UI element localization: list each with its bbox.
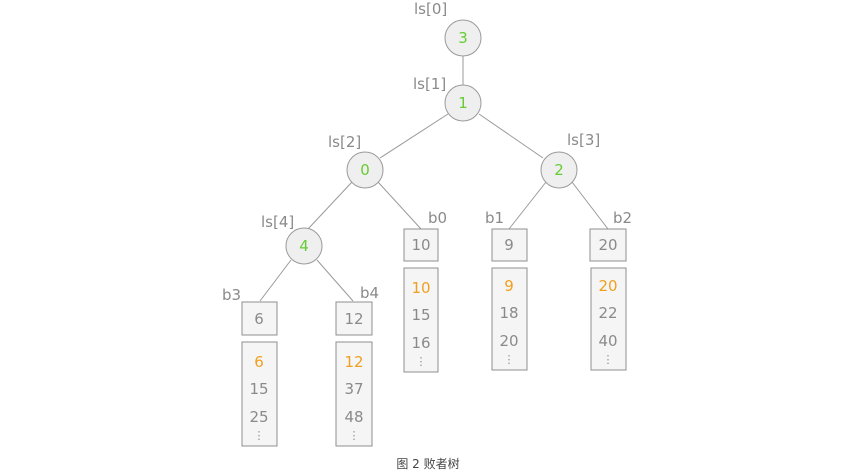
edge-ls3-b1 bbox=[508, 181, 547, 230]
buffer-value-b0: 10 bbox=[411, 236, 430, 254]
node-value-ls2: 0 bbox=[360, 161, 370, 179]
node-circle-ls1 bbox=[444, 84, 482, 122]
run-ellipsis-b4: ⋮ bbox=[349, 429, 360, 442]
run-box-b3 bbox=[241, 341, 278, 447]
buffer-box-b2 bbox=[589, 228, 627, 262]
run-item-b2-0: 20 bbox=[598, 277, 617, 295]
figure-caption: 图 2 败者树 bbox=[396, 456, 459, 471]
run-item-b3-0: 6 bbox=[254, 353, 264, 371]
run-box-b4 bbox=[335, 341, 373, 447]
run-item-b1-2: 20 bbox=[499, 332, 518, 350]
run-item-b1-0: 9 bbox=[504, 277, 514, 295]
buffer-box-b4 bbox=[335, 301, 373, 336]
tree-node-ls4: ls[4] 4 bbox=[261, 213, 323, 265]
tree-edges bbox=[259, 56, 609, 302]
buffer-label-b1: b1 bbox=[485, 209, 504, 227]
run-ellipsis-b0: ⋮ bbox=[416, 355, 427, 368]
node-value-ls1: 1 bbox=[458, 94, 468, 112]
edge-ls4-b3 bbox=[259, 259, 292, 302]
run-ellipsis-b1: ⋮ bbox=[504, 353, 515, 366]
node-label-ls1: ls[1] bbox=[413, 75, 446, 93]
tree-node-ls1: ls[1] 1 bbox=[413, 75, 482, 122]
buffer-b2: b2 20 20 22 40 ⋮ bbox=[589, 209, 632, 371]
node-value-ls4: 4 bbox=[299, 237, 309, 255]
run-item-b2-1: 22 bbox=[598, 304, 617, 322]
node-circle-ls3 bbox=[540, 151, 578, 189]
buffer-label-b4: b4 bbox=[360, 284, 379, 302]
tree-node-ls0: ls[0] 3 bbox=[414, 0, 482, 57]
run-box-b1 bbox=[491, 267, 528, 371]
buffer-label-b2: b2 bbox=[613, 209, 632, 227]
buffer-box-b1 bbox=[491, 228, 528, 262]
run-box-b0 bbox=[403, 267, 439, 373]
run-item-b4-0: 12 bbox=[344, 353, 363, 371]
run-item-b3-2: 25 bbox=[249, 408, 268, 426]
buffer-b1: b1 9 9 18 20 ⋮ bbox=[485, 209, 528, 371]
node-circle-ls0 bbox=[444, 19, 482, 57]
run-item-b4-2: 48 bbox=[344, 408, 363, 426]
edge-ls1-ls2 bbox=[379, 113, 449, 159]
buffer-box-b0 bbox=[403, 228, 439, 262]
run-item-b0-2: 16 bbox=[411, 334, 430, 352]
node-circle-ls2 bbox=[346, 151, 384, 189]
node-value-ls3: 2 bbox=[554, 161, 564, 179]
run-ellipsis-b3: ⋮ bbox=[254, 429, 265, 442]
buffer-value-b2: 20 bbox=[598, 236, 617, 254]
run-item-b0-0: 10 bbox=[411, 279, 430, 297]
buffer-value-b4: 12 bbox=[344, 310, 363, 328]
edge-ls3-b2 bbox=[571, 181, 609, 230]
buffer-box-b3 bbox=[241, 301, 278, 336]
run-item-b3-1: 15 bbox=[249, 380, 268, 398]
run-item-b0-1: 15 bbox=[411, 306, 430, 324]
buffer-b4: b4 12 12 37 48 ⋮ bbox=[335, 284, 379, 447]
edge-ls4-b4 bbox=[316, 259, 354, 302]
node-label-ls3: ls[3] bbox=[567, 131, 600, 149]
edge-ls2-ls4 bbox=[307, 181, 353, 230]
node-circle-ls4 bbox=[285, 227, 323, 265]
buffer-label-b0: b0 bbox=[428, 209, 447, 227]
buffer-label-b3: b3 bbox=[222, 286, 241, 304]
buffer-value-b1: 9 bbox=[504, 236, 514, 254]
run-item-b2-2: 40 bbox=[598, 332, 617, 350]
run-ellipsis-b2: ⋮ bbox=[603, 353, 614, 366]
run-box-b2 bbox=[590, 267, 627, 371]
node-label-ls4: ls[4] bbox=[261, 213, 294, 231]
edge-ls2-b0 bbox=[377, 181, 422, 230]
buffer-b0: b0 10 10 15 16 ⋮ bbox=[403, 209, 447, 373]
node-value-ls0: 3 bbox=[458, 29, 468, 47]
tree-node-ls2: ls[2] 0 bbox=[328, 133, 384, 189]
buffer-b3: b3 6 6 15 25 ⋮ bbox=[222, 286, 278, 447]
buffer-value-b3: 6 bbox=[254, 310, 264, 328]
node-label-ls2: ls[2] bbox=[328, 133, 361, 151]
tree-node-ls3: ls[3] 2 bbox=[540, 131, 600, 189]
run-item-b1-1: 18 bbox=[499, 304, 518, 322]
run-item-b4-1: 37 bbox=[344, 380, 363, 398]
edge-ls1-ls3 bbox=[478, 113, 544, 159]
node-label-ls0: ls[0] bbox=[414, 0, 447, 18]
